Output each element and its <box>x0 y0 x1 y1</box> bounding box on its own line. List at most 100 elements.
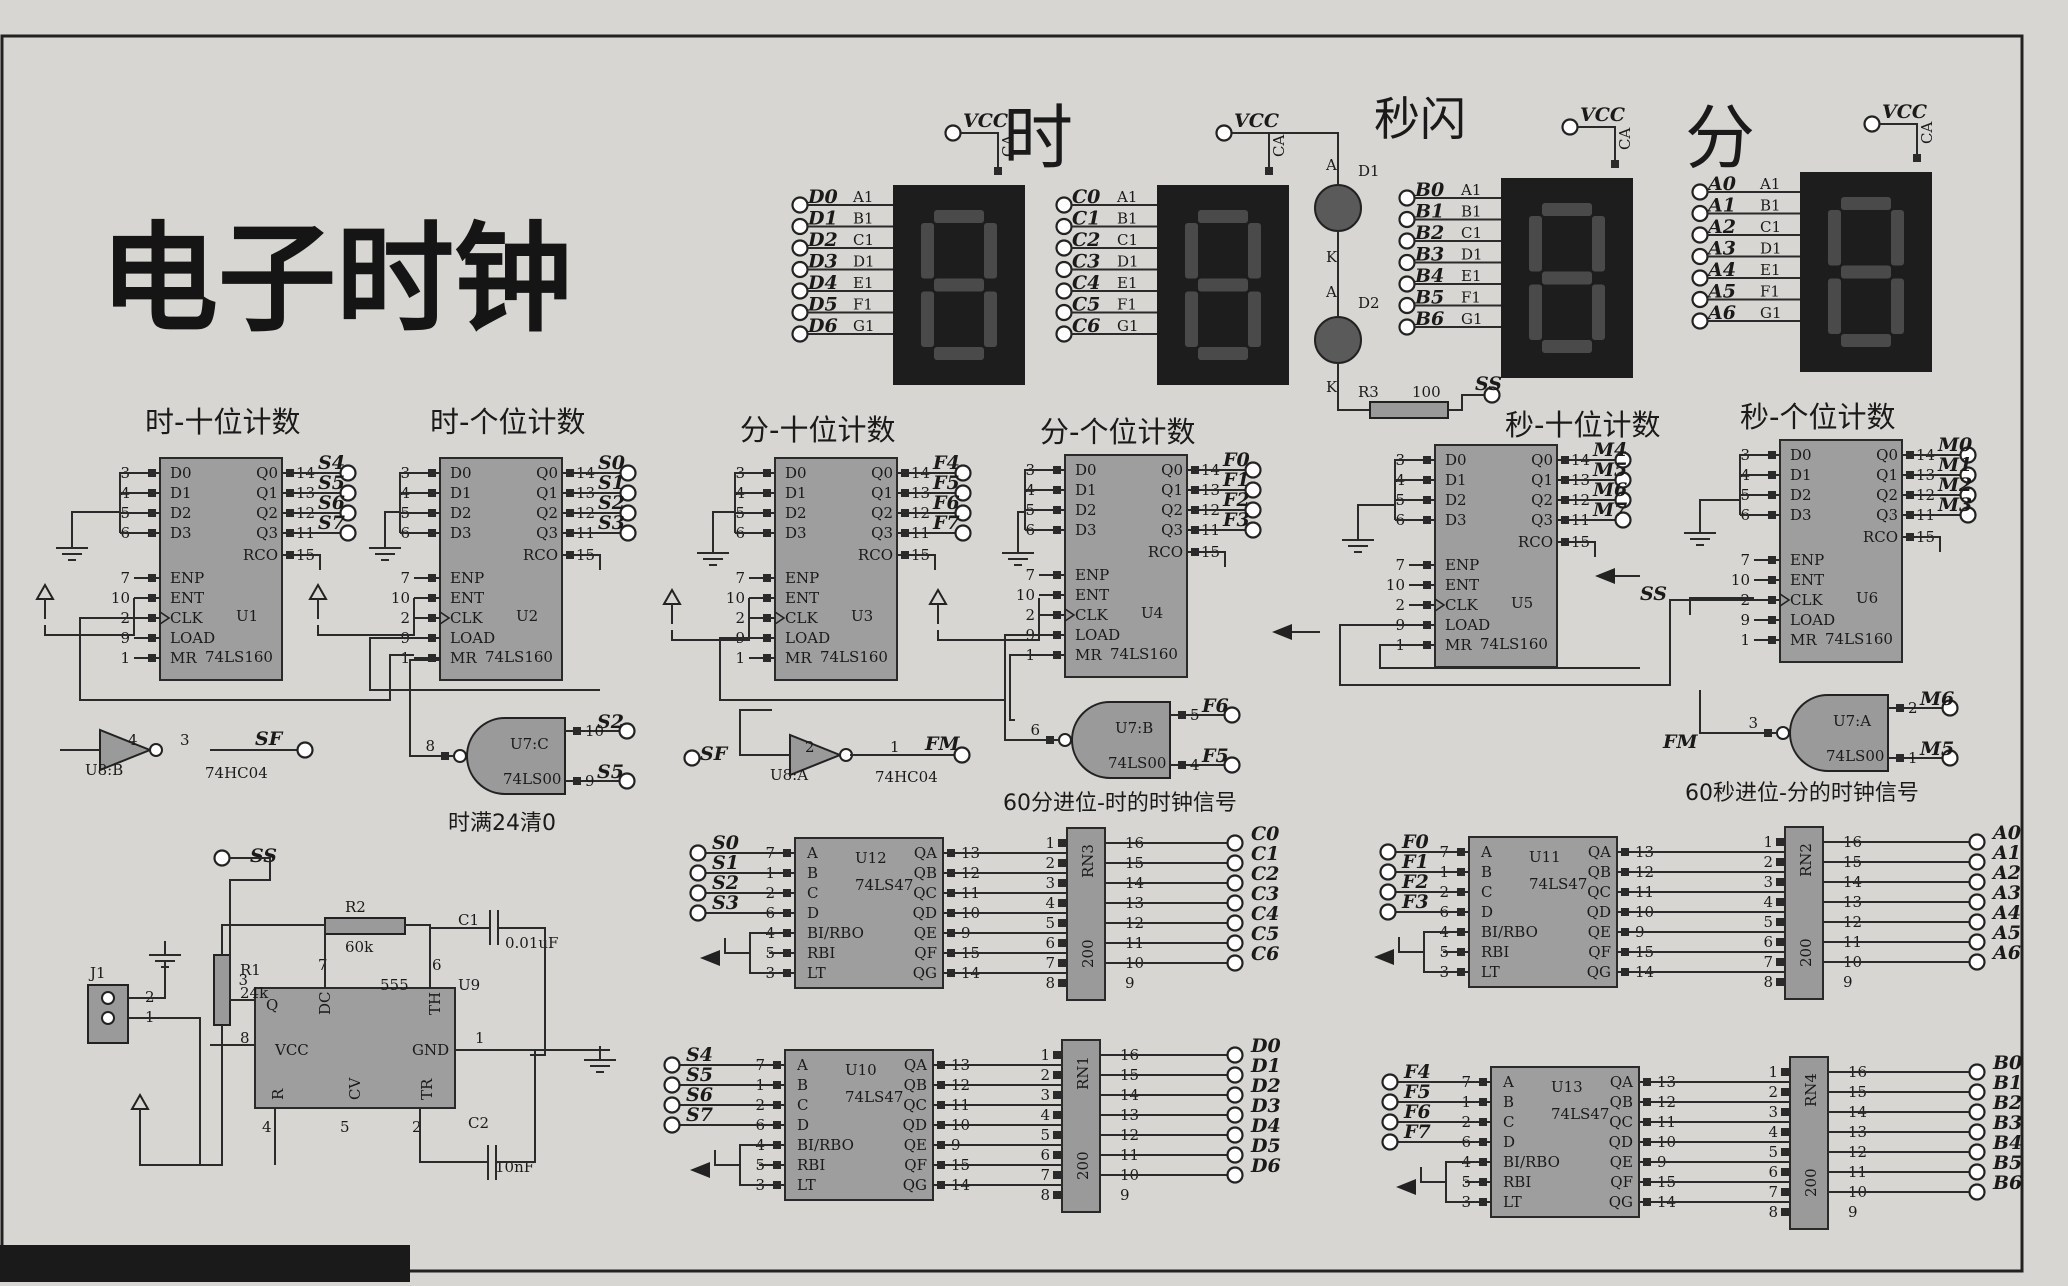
ca-label: CA <box>1616 128 1634 150</box>
counter-pin-name: Q2 <box>256 504 278 522</box>
display-input-terminal <box>791 239 809 257</box>
inverter-bubble <box>149 743 163 757</box>
decoder-in-terminal <box>689 884 707 902</box>
pin-marker <box>783 929 791 937</box>
pin-marker <box>428 594 436 602</box>
pin-marker <box>1178 711 1186 719</box>
sf-terminal <box>683 749 701 767</box>
display-line-terminal <box>1226 894 1244 912</box>
timer-pin-name: Q <box>266 996 278 1014</box>
c1-label: C1 <box>458 911 479 929</box>
decoder-pin-name: BI/RBO <box>1503 1153 1560 1171</box>
counter-pin-num: 1 <box>735 649 745 667</box>
pin-marker <box>994 167 1002 175</box>
pin-marker <box>1423 601 1431 609</box>
resistor-r2 <box>324 917 406 935</box>
pin-marker <box>1611 160 1619 168</box>
counter-pin-num: 10 <box>1016 586 1035 604</box>
led-anode-label: A <box>1325 283 1337 301</box>
ss-timer-label: SS <box>250 845 277 867</box>
j1-wire <box>128 1017 201 1165</box>
pin-marker <box>773 1141 781 1149</box>
rn-pin-num: 4 <box>1040 1106 1050 1124</box>
decoder-part: 74LS47 <box>1529 875 1587 893</box>
counter-pin-name: ENT <box>785 589 819 607</box>
segment-name: F1 <box>1461 289 1481 307</box>
counter-out-terminal <box>954 484 972 502</box>
counter-caption: 秒-十位计数 <box>1505 408 1660 442</box>
display-line-label: D0 <box>1250 1035 1281 1057</box>
rn-pin-num: 5 <box>1040 1126 1050 1144</box>
counter-out-terminal <box>339 524 357 542</box>
segment-name: F1 <box>1117 296 1137 314</box>
counter-caption: 时-十位计数 <box>145 405 300 439</box>
display-input-terminal <box>1691 269 1709 287</box>
pin-marker <box>1781 1188 1789 1196</box>
counter-out-label: F4 <box>932 452 960 474</box>
counter-pin-name: Q3 <box>1161 521 1183 539</box>
decoder-pin-name: QD <box>903 1116 927 1134</box>
counter-pin-name: Q1 <box>256 484 278 502</box>
pin-marker <box>1058 919 1066 927</box>
gate-ref: U7:B <box>1115 719 1153 737</box>
decoder-in-terminal <box>1379 843 1397 861</box>
display-segment <box>1248 223 1261 279</box>
rco-wire <box>1902 536 1941 552</box>
gate-pin: 1 <box>890 738 900 756</box>
display-line-label: C5 <box>1251 923 1279 945</box>
pin-marker <box>783 949 791 957</box>
counter-out-terminal <box>1244 501 1262 519</box>
pin-marker <box>1479 1118 1487 1126</box>
counter-pin-name: D0 <box>1445 451 1467 469</box>
timer-pin-num: 8 <box>240 1029 250 1047</box>
counter-out-label: M6 <box>1592 479 1627 501</box>
rn-pin-num: 8 <box>1040 1186 1050 1204</box>
gate-input-label: M6 <box>1919 688 1954 710</box>
segment-name: E1 <box>1117 274 1138 292</box>
display-line-terminal <box>1968 1123 1986 1141</box>
pin-marker <box>763 529 771 537</box>
gate-part: 74LS00 <box>1826 747 1884 765</box>
counter-out-terminal <box>1614 511 1632 529</box>
display-segment <box>1828 278 1841 334</box>
rco-wire <box>282 554 321 570</box>
tie-wire <box>1398 937 1424 953</box>
display-line-label: B0 <box>1992 1052 2022 1074</box>
arrow-marker <box>1272 624 1292 640</box>
decoder-pin-name: D <box>797 1116 809 1134</box>
display-segment <box>921 291 934 347</box>
display-input-label: D4 <box>807 272 838 294</box>
connector-pin <box>101 1011 115 1025</box>
segment-name: B1 <box>1461 203 1482 221</box>
timer-ref: U9 <box>458 976 480 994</box>
decoder-pin-name: LT <box>807 964 826 982</box>
display-input-terminal <box>1398 210 1416 229</box>
ss-wire <box>1689 597 1754 615</box>
pin-marker <box>1479 1178 1487 1186</box>
counter-out-terminal <box>619 524 637 542</box>
decoder-in-terminal <box>1381 1133 1399 1151</box>
counter-u1: 时-十位计数D03D14D25D36ENP7ENT10CLK2LOAD9MR1Q… <box>111 405 357 681</box>
r1-label: R1 <box>240 961 261 979</box>
rn-pin-num: 6 <box>1768 1163 1778 1181</box>
decoder-in-terminal <box>663 1056 681 1074</box>
counter-pin-name: D3 <box>1075 521 1097 539</box>
pin-marker <box>1457 928 1465 936</box>
timer-wire <box>405 924 431 988</box>
pin-marker <box>1479 1198 1487 1206</box>
counter-out-label: F1 <box>1222 469 1250 491</box>
counter-chip <box>159 457 283 681</box>
display-segment <box>1542 340 1592 353</box>
mr-wire <box>1379 644 1640 669</box>
counter-part: 74LS160 <box>1110 645 1178 663</box>
counter-pin-num: 7 <box>1395 556 1405 574</box>
counter-caption: 秒-个位计数 <box>1740 400 1895 434</box>
counter-pin-num: 1 <box>1740 631 1750 649</box>
display-line-label: B2 <box>1992 1092 2022 1114</box>
decoder-ref: U13 <box>1551 1078 1583 1096</box>
j1-label: J1 <box>88 964 106 982</box>
pin-marker <box>1457 848 1465 856</box>
display-line-label: D4 <box>1250 1115 1281 1137</box>
